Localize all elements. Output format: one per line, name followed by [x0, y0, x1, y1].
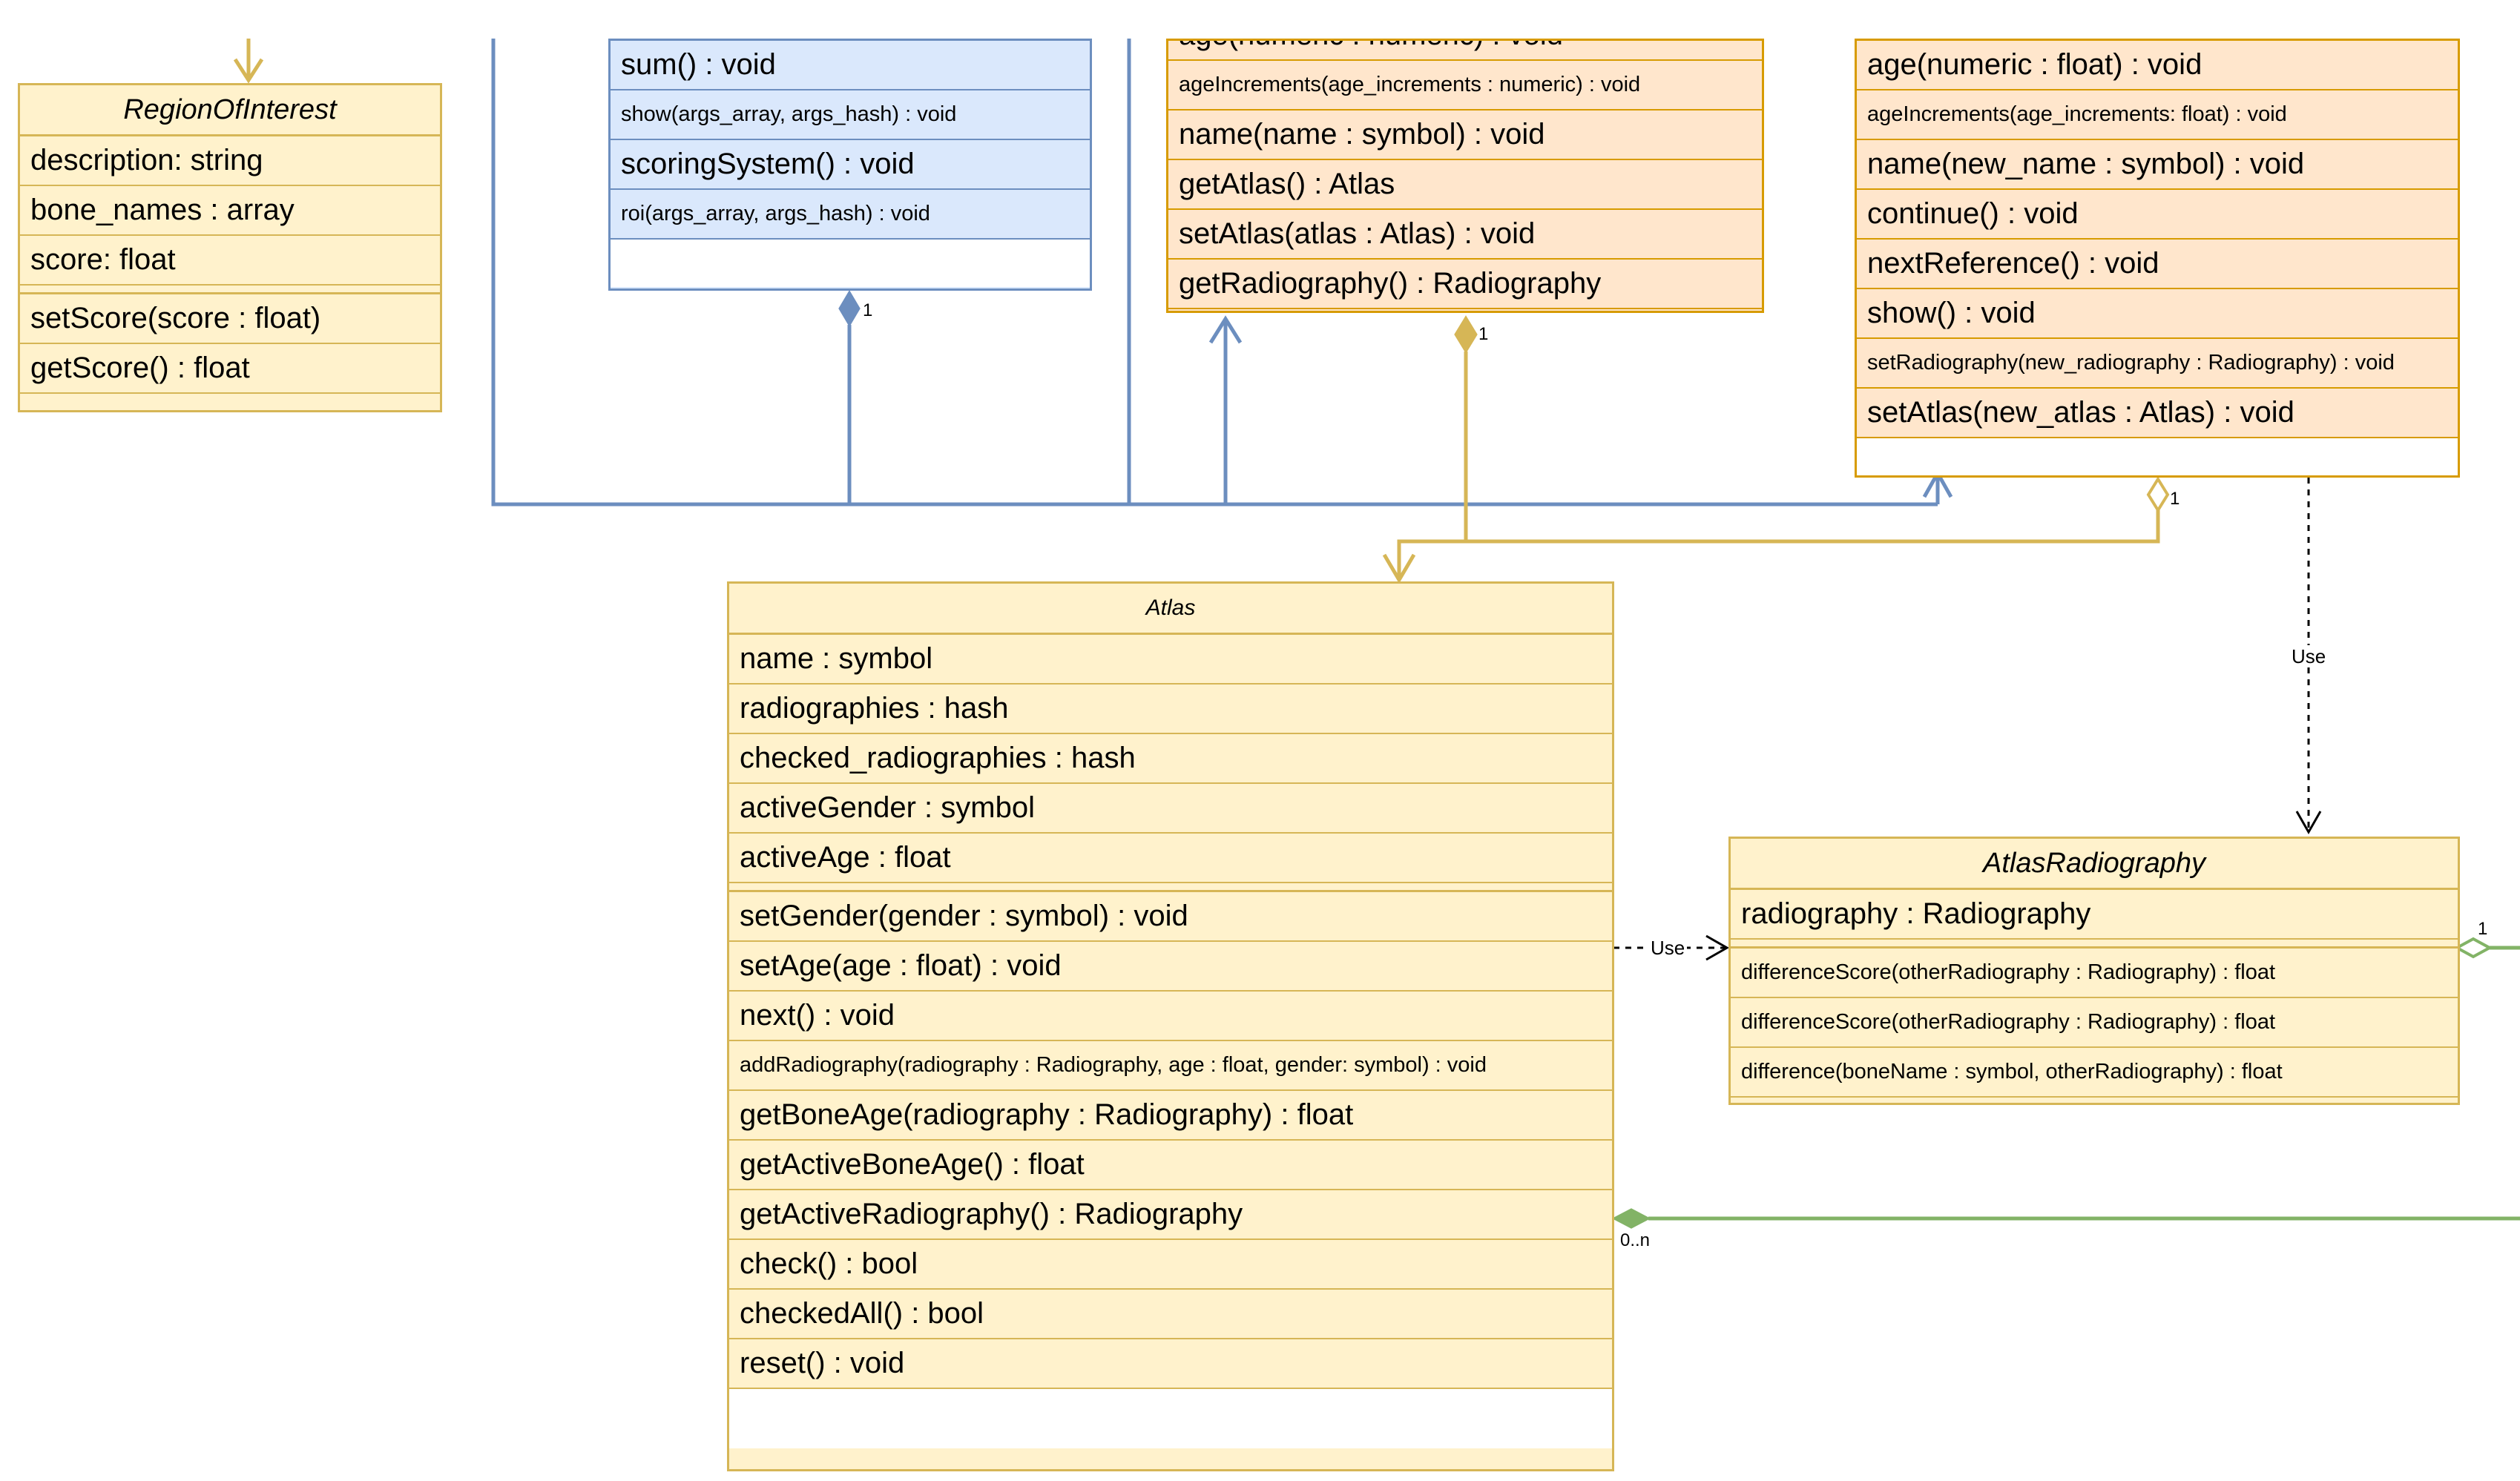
- method-row: sum() : void: [611, 41, 1090, 90]
- attribute-row: bone_names : array: [20, 186, 440, 236]
- attribute-row: checked_radiographies : hash: [729, 734, 1612, 784]
- class-scoring-base[interactable]: sum() : void show(args_array, args_hash)…: [608, 39, 1092, 291]
- method-row: roi(args_array, args_hash) : void: [611, 190, 1090, 240]
- method-row: show(args_array, args_hash) : void: [611, 90, 1090, 140]
- method-row: getActiveBoneAge() : float: [729, 1141, 1612, 1190]
- clipped-content: age(numeric : numeric) : void ageIncreme…: [1168, 41, 1762, 309]
- method-row: age(numeric : numeric) : void: [1168, 41, 1762, 61]
- method-row: scoringSystem() : void: [611, 140, 1090, 190]
- method-row: addRadiography(radiography : Radiography…: [729, 1041, 1612, 1091]
- method-row: getRadiography() : Radiography: [1168, 260, 1762, 309]
- blue-relations: [491, 39, 1953, 507]
- dependency-relations: [1613, 478, 2322, 961]
- atlas-composition-green-diamond: [1611, 1208, 1651, 1229]
- method-row: differenceScore(otherRadiography : Radio…: [1731, 949, 2458, 998]
- method-row: ageIncrements(age_increments: float) : v…: [1857, 90, 2458, 140]
- method-row: nextReference() : void: [1857, 240, 2458, 289]
- use-dependency-vertical-arrowhead: [2295, 811, 2322, 835]
- method-row: setAtlas(atlas : Atlas) : void: [1168, 210, 1762, 260]
- method-row: continue() : void: [1857, 190, 2458, 240]
- section-divider: [1731, 940, 2458, 949]
- method-row: getScore() : float: [20, 344, 440, 394]
- attribute-row: activeAge : float: [729, 834, 1612, 883]
- method-row: difference(boneName : symbol, otherRadio…: [1731, 1048, 2458, 1098]
- method-row: getActiveRadiography() : Radiography: [729, 1190, 1612, 1240]
- method-row: age(numeric : float) : void: [1857, 41, 2458, 90]
- section-divider: [20, 286, 440, 294]
- orange-a-composition-diamond: [1454, 315, 1478, 354]
- class-title: Atlas: [729, 584, 1612, 635]
- multiplicity-atlasradiography: 1: [2478, 919, 2488, 939]
- atlasradiography-aggregation-diamond: [2453, 937, 2493, 959]
- blue-left-edge-line: [491, 39, 1938, 507]
- attribute-row: radiography : Radiography: [1731, 890, 2458, 940]
- method-row: checkedAll() : bool: [729, 1290, 1612, 1339]
- method-row: name(new_name : symbol) : void: [1857, 140, 2458, 190]
- method-row: show() : void: [1857, 289, 2458, 339]
- section-divider: [729, 883, 1612, 892]
- class-title: RegionOfInterest: [20, 85, 440, 136]
- blue-inheritance-arrowhead-a: [1208, 315, 1243, 344]
- class-atlas-radiography[interactable]: AtlasRadiography radiography : Radiograp…: [1728, 837, 2460, 1105]
- blue-composition-diamond: [838, 290, 861, 327]
- use-label-horizontal: Use: [1648, 937, 1688, 959]
- class-orange-b[interactable]: age(numeric : float) : void ageIncrement…: [1855, 39, 2460, 478]
- attribute-row: score: float: [20, 236, 440, 286]
- atlas-inbound-arrowhead: [1382, 553, 1416, 584]
- multiplicity-orange-a: 1: [1478, 324, 1489, 344]
- attribute-row: name : symbol: [729, 635, 1612, 685]
- empty-section: [729, 1389, 1612, 1448]
- yellow-relations: [233, 39, 2160, 584]
- multiplicity-orange-b: 1: [2170, 489, 2180, 509]
- method-row: setAge(age : float) : void: [729, 942, 1612, 992]
- method-row: reset() : void: [729, 1339, 1612, 1389]
- atlas-aggregation-line: [1397, 352, 1468, 580]
- method-row: setScore(score : float): [20, 294, 440, 344]
- class-region-of-interest[interactable]: RegionOfInterest description: string bon…: [18, 83, 442, 412]
- method-row: setRadiography(new_radiography : Radiogr…: [1857, 339, 2458, 389]
- multiplicity-atlas-green: 0..n: [1620, 1230, 1651, 1250]
- roi-inbound-arrowhead: [233, 58, 264, 84]
- empty-section: [611, 240, 1090, 287]
- class-atlas[interactable]: Atlas name : symbol radiographies : hash…: [727, 581, 1614, 1471]
- method-row: ageIncrements(age_increments : numeric) …: [1168, 61, 1762, 111]
- empty-section: [1857, 438, 2458, 475]
- method-row: next() : void: [729, 992, 1612, 1041]
- attribute-row: radiographies : hash: [729, 685, 1612, 734]
- use-label-vertical: Use: [2289, 645, 2329, 667]
- method-row: differenceScore(otherRadiography : Radio…: [1731, 998, 2458, 1048]
- green-relations: [1611, 937, 2520, 1229]
- attribute-row: activeGender : symbol: [729, 784, 1612, 834]
- multiplicity-blue: 1: [863, 300, 873, 320]
- method-row: setAtlas(new_atlas : Atlas) : void: [1857, 389, 2458, 438]
- use-dependency-horizontal-arrowhead: [1705, 934, 1730, 961]
- method-row: check() : bool: [729, 1240, 1612, 1290]
- atlas-aggregation-line-b: [1466, 510, 2160, 544]
- class-orange-a[interactable]: age(numeric : numeric) : void ageIncreme…: [1166, 39, 1764, 313]
- orange-b-aggregation-diamond: [2146, 476, 2170, 513]
- method-row: name(name : symbol) : void: [1168, 111, 1762, 160]
- method-row: getAtlas() : Atlas: [1168, 160, 1762, 210]
- class-title: AtlasRadiography: [1731, 839, 2458, 890]
- method-row: setGender(gender : symbol) : void: [729, 892, 1612, 942]
- method-row: getBoneAge(radiography : Radiography) : …: [729, 1091, 1612, 1141]
- attribute-row: description: string: [20, 136, 440, 186]
